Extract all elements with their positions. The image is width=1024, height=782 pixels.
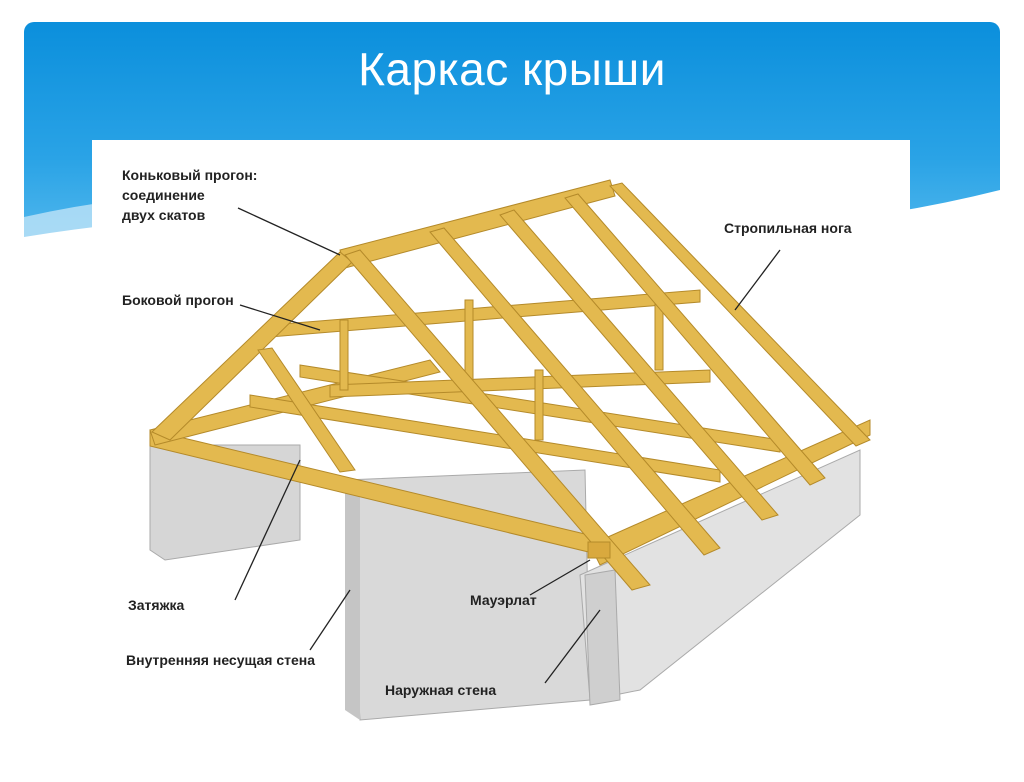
- label-tie-beam: Затяжка: [128, 597, 185, 613]
- label-side-purlin: Боковой прогон: [122, 292, 234, 308]
- label-wall-plate: Мауэрлат: [470, 592, 537, 608]
- label-ridge-line1: Коньковый прогон:: [122, 167, 258, 183]
- left-wall: [149, 444, 301, 561]
- label-ridge-line2: соединение: [122, 187, 205, 203]
- outer-wall: [579, 449, 861, 706]
- ridge-purlin: [339, 179, 616, 269]
- label-inner-wall: Внутренняя несущая стена: [126, 652, 315, 668]
- label-ridge-purlin: Коньковый прогон: соединение двух скатов: [122, 165, 257, 225]
- label-outer-wall: Наружная стена: [385, 682, 497, 698]
- label-rafter: Стропильная нога: [724, 220, 852, 236]
- slide-title: Каркас крыши: [358, 43, 666, 95]
- label-ridge-line3: двух скатов: [122, 207, 206, 223]
